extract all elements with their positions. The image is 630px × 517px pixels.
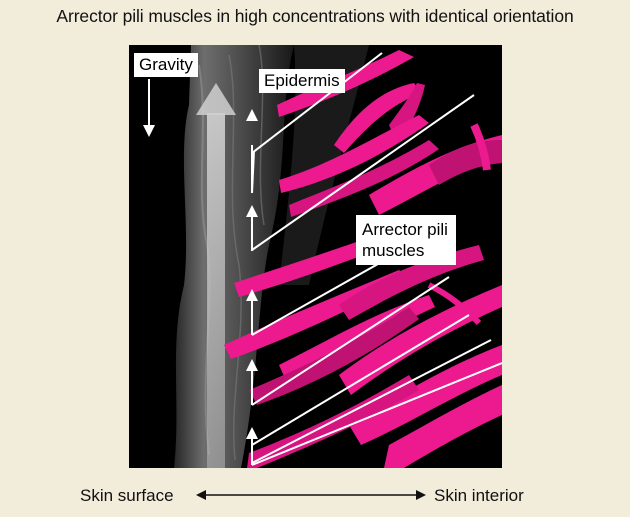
muscle-2 [334, 83, 421, 153]
gravity-label: Gravity [134, 53, 198, 77]
muscle-18 [470, 123, 491, 171]
double-headed-arrow-icon [196, 490, 426, 500]
arrector-pili-label: Arrector pili muscles [356, 215, 456, 265]
epidermis-tissue [174, 45, 294, 468]
micrograph-panel: Gravity Epidermis Arrector pili muscles [129, 45, 502, 468]
gravity-arrow [143, 79, 155, 137]
orientation-arrowheads [246, 109, 258, 439]
orientation-markers [251, 52, 502, 466]
arrector-pili-label-line1: Arrector pili [362, 220, 448, 239]
muscle-1 [277, 50, 414, 117]
muscle-4 [279, 115, 429, 193]
muscle-7 [429, 140, 502, 185]
tissue-texture-3 [258, 45, 265, 226]
epidermis-label: Epidermis [259, 69, 345, 93]
tissue-texture-2 [228, 54, 242, 461]
large-up-arrow [196, 83, 236, 468]
figure-title: Arrector pili muscles in high concentrat… [56, 6, 574, 26]
muscle-16 [384, 385, 502, 468]
skin-surface-label: Skin surface [80, 486, 174, 505]
skin-interior-label: Skin interior [434, 486, 524, 505]
micrograph-illustration [143, 45, 502, 468]
arrector-pili-label-line2: muscles [362, 241, 425, 260]
